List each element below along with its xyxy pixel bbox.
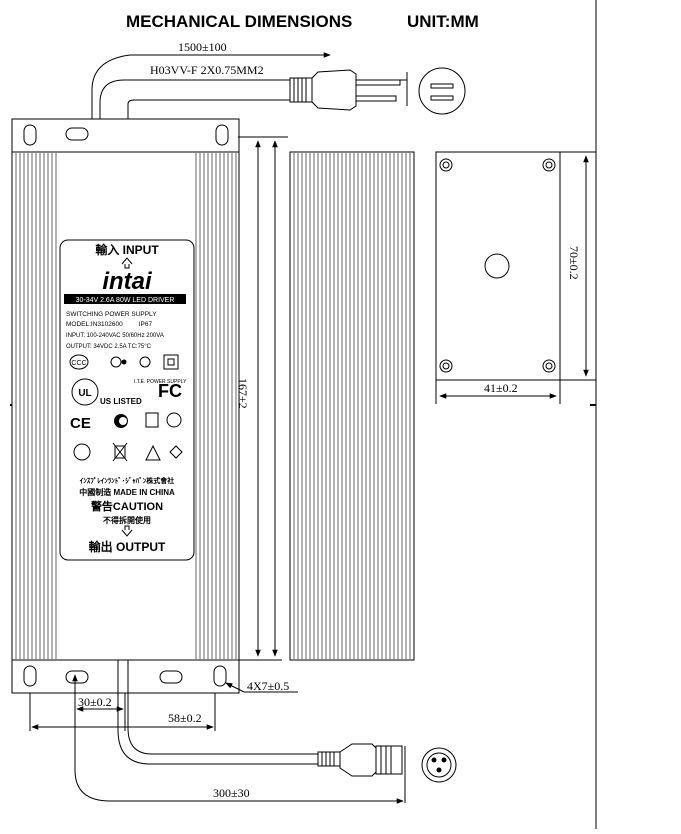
side-view <box>289 151 415 661</box>
body-height-dim: 167±2 <box>236 378 250 409</box>
output-arrow-icon <box>121 525 133 537</box>
cable-gland-hole <box>484 253 510 279</box>
label-model: IN3102600 <box>91 321 123 328</box>
input-cable-spec: H03VV-F 2X0.75MM2 <box>150 63 264 77</box>
svg-text:CCC: CCC <box>71 360 86 367</box>
warning-triangle-icon <box>145 444 161 461</box>
heatsink-ribs-left <box>15 153 57 659</box>
polarity-icon <box>110 356 122 368</box>
mounting-hole <box>23 665 37 687</box>
end-view-width-dim: 41±0.2 <box>484 381 518 395</box>
output-cable <box>117 693 318 765</box>
mounting-hole <box>159 670 183 684</box>
spacing-58-dim: 58±0.2 <box>168 711 202 725</box>
model-banner-bg <box>64 294 186 304</box>
label-caution: 警告CAUTION <box>90 499 163 513</box>
label-input-rating: INPUT: 100-240VAC 50/60Hz 200VA <box>66 333 164 339</box>
end-view <box>435 151 561 381</box>
input-arrow-icon <box>121 257 133 269</box>
unit-label: UNIT:MM <box>407 12 479 31</box>
model-banner-text: 30-34V 2.6A 80W LED DRIVER <box>76 297 175 304</box>
label-output-en: OUTPUT <box>116 540 166 554</box>
mounting-hole <box>23 124 37 146</box>
mounting-hole <box>213 665 227 687</box>
output-cable-length-dim: 300±30 <box>213 786 250 800</box>
hole-size-dim: 4X7±0.5 <box>247 679 289 693</box>
svg-text:輸出 OUTPUT: 輸出 OUTPUT <box>89 539 166 554</box>
rohs-mark-icon <box>166 412 182 428</box>
pse-diamond-icon <box>169 445 183 459</box>
input-cable <box>99 79 290 148</box>
output-length-dimension-line <box>74 769 404 804</box>
label-made-in: 中國制造 MADE IN CHINA <box>79 487 175 497</box>
label-line-1: SWITCHING POWER SUPPLY <box>66 311 157 318</box>
input-cable-length-dim: 1500±100 <box>178 40 227 54</box>
ul-logo-icon <box>71 378 99 406</box>
svg-text:UL: UL <box>78 388 91 399</box>
kc-mark-icon <box>73 443 91 461</box>
label-output-zh: 輸出 <box>89 539 113 554</box>
brand-logo: intai <box>102 268 153 295</box>
ul-listed-text: US LISTED <box>100 397 142 406</box>
label-caution-zh: 不得拆開使用 <box>103 515 151 525</box>
heatsink-ribs-right <box>195 153 237 659</box>
mounting-hole <box>65 670 89 684</box>
ac-plug-drawing <box>289 69 408 111</box>
label-input-en: INPUT <box>123 243 160 257</box>
fcc-logo: FC <box>158 381 182 401</box>
label-company: ｲﾝｽﾌﾟﾚｲﾝﾗﾝﾄﾞ･ｼﾞｬﾊﾟﾝ株式會社 <box>80 476 175 485</box>
label-model-prefix: MODEL: <box>66 321 91 328</box>
svg-text:輸入 INPUT: 輸入 INPUT <box>95 242 159 257</box>
drawing-title: MECHANICAL DIMENSIONS <box>126 12 352 31</box>
product-label: 輸入 INPUT intai 30-34V 2.6A 80W LED DRIVE… <box>59 239 195 561</box>
plug-face-icon <box>418 67 466 115</box>
psb-mark-icon <box>145 412 159 428</box>
spacing-30-dim: 30±0.2 <box>78 695 112 709</box>
dc-connector-drawing <box>317 743 406 803</box>
end-view-height-dim: 70±0.2 <box>567 246 581 280</box>
ccc-mark-icon <box>69 354 89 370</box>
label-input-zh: 輸入 <box>95 242 119 257</box>
svg-text:I.T.E. POWER SUPPLY: I.T.E. POWER SUPPLY <box>134 379 187 385</box>
hole-callout-leader <box>225 682 245 693</box>
label-ip-rating: IP67 <box>139 321 153 328</box>
cable-length-dimension-line <box>91 52 331 91</box>
connector-face-icon <box>421 747 457 783</box>
ce-mark: CE <box>70 415 91 432</box>
mounting-hole <box>65 127 89 141</box>
label-output-rating: OUTPUT: 34VDC 2.5A TC:75°C <box>66 344 152 350</box>
mounting-hole <box>215 124 229 146</box>
